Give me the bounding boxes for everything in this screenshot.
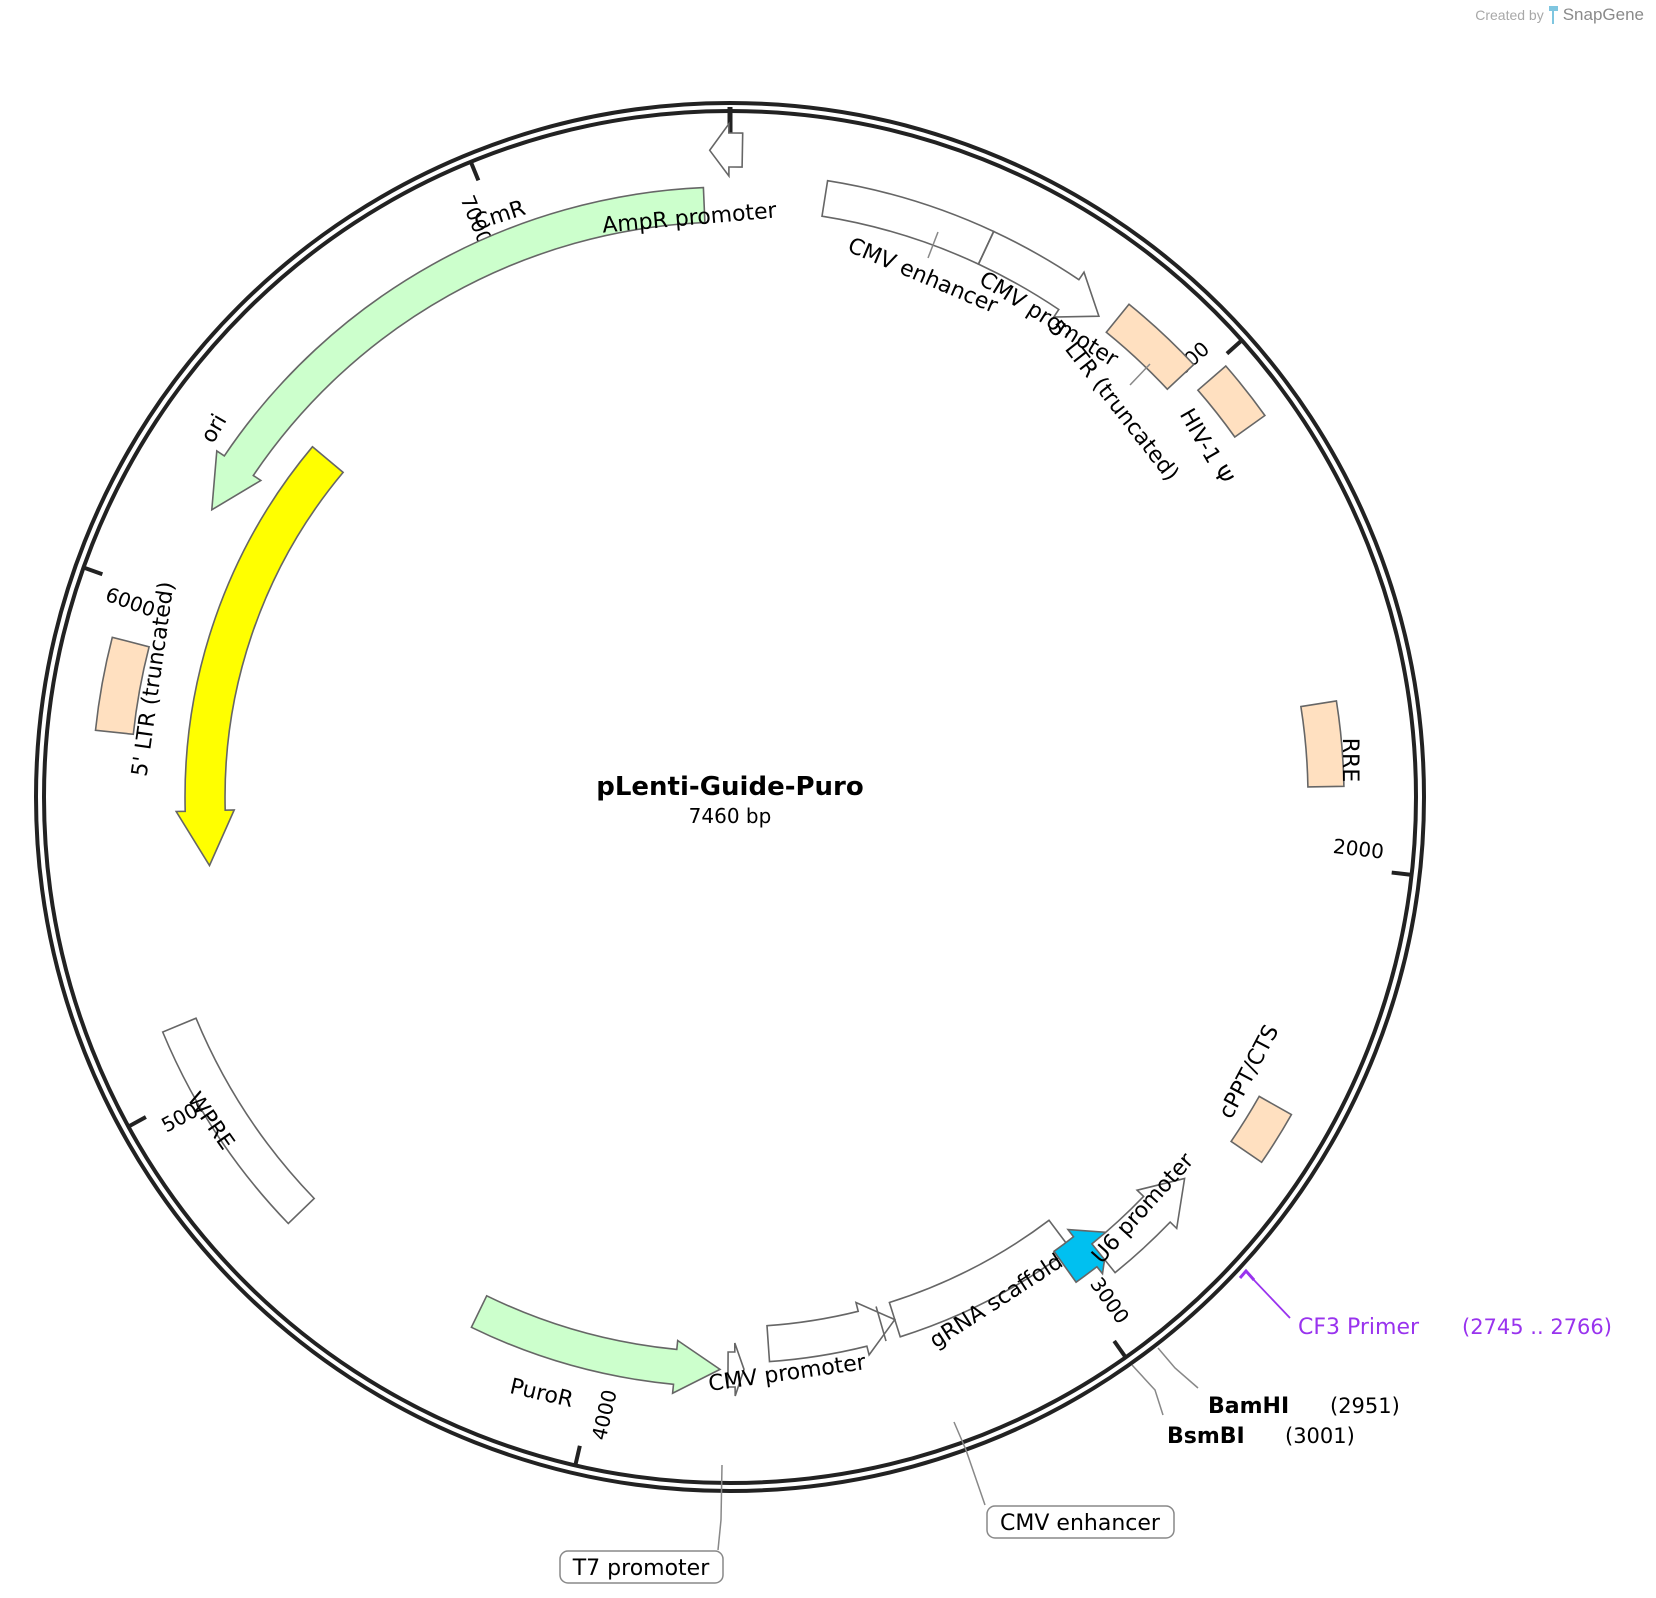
leader-cf3-primer (1251, 1277, 1291, 1319)
feature-puror[interactable] (470, 1294, 722, 1395)
primer-cf3-range: (2745 .. 2766) (1462, 1315, 1612, 1339)
label-t7-promoter: T7 promoter (572, 1556, 710, 1581)
tick-3000 (1112, 1339, 1128, 1359)
feature-wpre[interactable] (161, 1017, 316, 1225)
tick-1000 (1225, 338, 1244, 356)
leader-bsmbi (1131, 1364, 1164, 1416)
backbone-outer (34, 101, 1426, 1493)
feature-cmv-promoter-1-shape[interactable] (977, 230, 1101, 318)
plasmid-size: 7460 bp (689, 804, 772, 828)
site-bsmbi-position: (3001) (1285, 1424, 1355, 1448)
snapgene-brand: SnapGene (1562, 5, 1644, 24)
snapgene-logo-icon (1548, 5, 1559, 25)
feature-rre-shape[interactable] (1299, 699, 1345, 788)
boxed-label-cmv-enhancer-2[interactable]: CMV enhancer (986, 1505, 1175, 1539)
label-rre[interactable]: RRE (1337, 738, 1362, 782)
label-cmv-enhancer-2: CMV enhancer (1000, 1511, 1161, 1536)
site-bamhi-name: BamHI (1208, 1394, 1289, 1419)
feature-cmv-enhancer-2-shape[interactable] (888, 1219, 1072, 1338)
label-u6-promoter[interactable]: U6 promoter (1087, 1148, 1199, 1269)
site-bsmbi-name: BsmBI (1167, 1424, 1245, 1449)
feature-cppt-cts-shape[interactable] (1229, 1095, 1293, 1164)
site-bamhi[interactable]: BamHI (2951) (1208, 1394, 1400, 1419)
feature-cmv-promoter-2-shape[interactable] (766, 1301, 897, 1363)
feature-hiv1-psi-shape[interactable] (1196, 364, 1267, 439)
feature-ltr-5-truncated-1-shape[interactable] (1105, 303, 1195, 391)
feature-ori[interactable] (174, 445, 345, 868)
site-bamhi-position: (2951) (1330, 1394, 1400, 1418)
tick-6000 (82, 565, 104, 577)
plasmid-name: pLenti-Guide-Puro (596, 772, 864, 802)
divider-cmv-1 (977, 231, 995, 265)
tick-label-3000: 3000 (1085, 1273, 1134, 1328)
boxed-label-t7-promoter[interactable]: T7 promoter (559, 1550, 724, 1584)
label-ori[interactable]: ori (196, 410, 232, 447)
leader-lines (717, 231, 1291, 1551)
feature-ampr-promoter[interactable] (708, 121, 744, 179)
tick-7000 (468, 161, 481, 182)
primer-cf3[interactable]: CF3 Primer (2745 .. 2766) (1298, 1315, 1612, 1340)
tick-4000 (573, 1445, 582, 1466)
tick-5000 (127, 1115, 147, 1129)
divider-cmv-2 (875, 1306, 887, 1342)
site-bsmbi[interactable]: BsmBI (3001) (1167, 1424, 1355, 1449)
primer-cf3-name: CF3 Primer (1298, 1315, 1420, 1340)
feature-shapes (94, 121, 1345, 1397)
feature-cmr[interactable] (210, 186, 706, 512)
feature-t7-promoter-shape[interactable] (727, 1342, 745, 1397)
leader-cmv-enhancer-2 (953, 1421, 986, 1506)
feature-ltr-5-truncated-2[interactable] (94, 636, 151, 736)
leader-t7-promoter (717, 1464, 723, 1551)
tick-label-4000: 4000 (587, 1387, 622, 1442)
primer-cf3-mark (1238, 1268, 1256, 1281)
tick-2000 (1391, 870, 1412, 877)
leader-ltr-5-truncated-1 (1129, 363, 1151, 386)
leader-cmv-enhancer-1 (927, 231, 939, 259)
created-by-text: Created by (1475, 7, 1544, 23)
leader-bamhi (1157, 1347, 1199, 1389)
label-puror[interactable]: PuroR (507, 1374, 575, 1413)
credit: Created by SnapGene (1475, 5, 1644, 25)
feature-u6-promoter-shape[interactable] (1090, 1177, 1186, 1274)
tick-label-2000: 2000 (1332, 834, 1385, 864)
